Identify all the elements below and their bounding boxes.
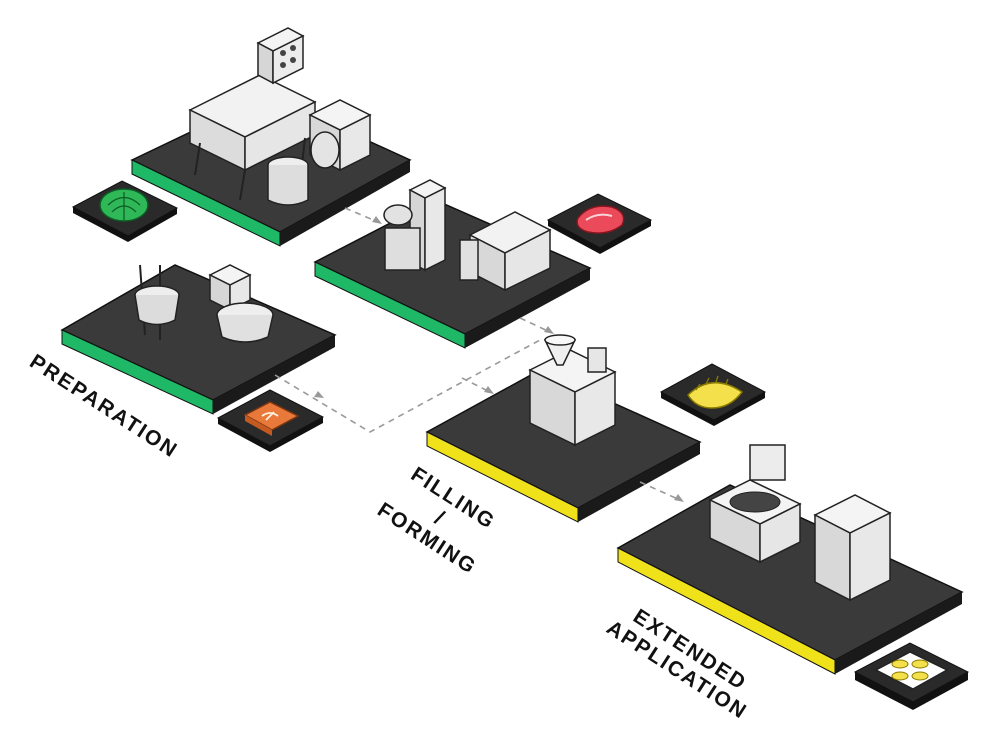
packaged-dumplings-icon — [874, 651, 949, 690]
vegetable-cutter-machine — [309, 99, 371, 171]
flour-tile — [216, 389, 325, 452]
arrow-filling-to-extended — [639, 481, 681, 501]
steam-cabinet-machine — [813, 494, 892, 602]
platform-filling-forming — [425, 334, 702, 523]
dumpling-tile — [659, 363, 767, 426]
platform-extended-application — [616, 444, 964, 675]
platform-preparation — [60, 264, 337, 415]
meat-mixer-machine — [459, 211, 552, 292]
flour-sifter-machine — [134, 264, 180, 340]
flow-arrows — [274, 207, 681, 501]
vegetable-tile — [71, 180, 179, 242]
arrow-heads — [314, 216, 684, 502]
mixing-tank-machine — [188, 74, 317, 201]
arrow-prep-to-filling-branch — [461, 377, 491, 393]
platform-vegetable-processing — [130, 27, 412, 247]
arrow-meat-to-filling — [519, 317, 551, 333]
dumpling-packaging-machine — [708, 444, 802, 564]
dumpling-forming-machine — [528, 334, 617, 447]
packaged-tile — [853, 642, 970, 710]
bowl-cutter-machine — [267, 156, 309, 206]
control-panel — [256, 27, 305, 85]
arrow-prep-to-filling — [274, 339, 541, 433]
cabbage-icon — [99, 188, 149, 222]
dough-mixer-machine — [208, 264, 274, 343]
arrow-veg-to-meat — [344, 207, 379, 223]
platform-meat-processing — [313, 179, 592, 349]
meat-grinder-machine — [383, 179, 447, 272]
steak-icon — [576, 205, 625, 234]
meat-tile — [546, 193, 653, 254]
flour-sack-icon — [243, 401, 300, 436]
dumpling-icon — [687, 375, 744, 409]
